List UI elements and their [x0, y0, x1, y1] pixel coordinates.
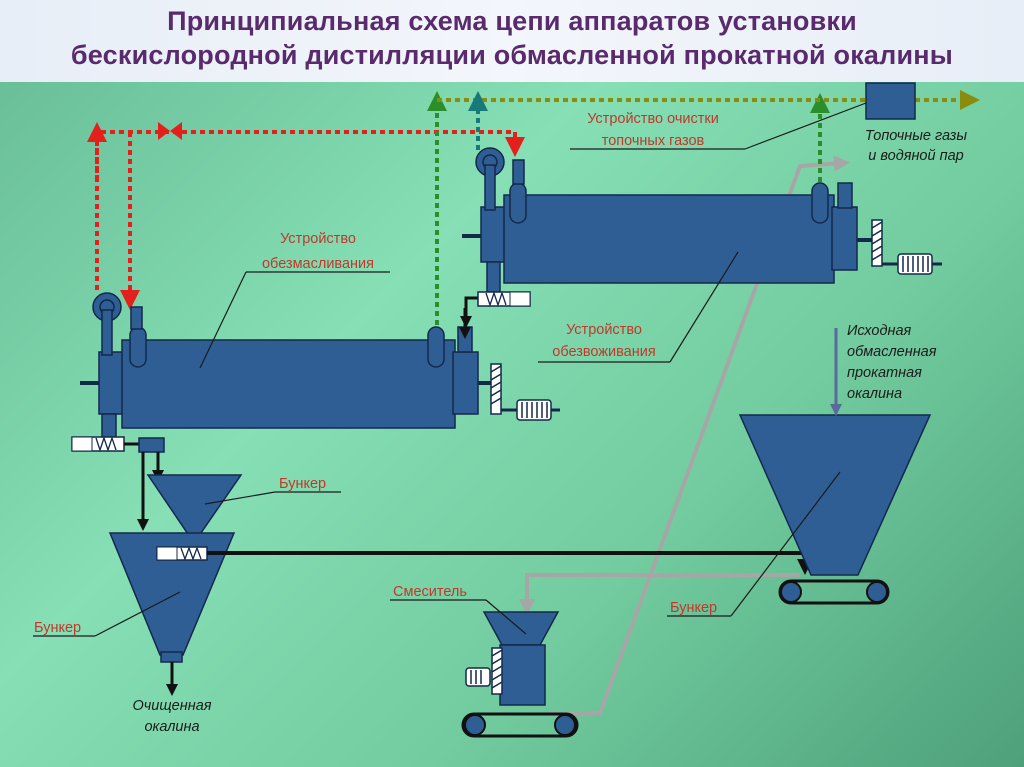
mixer-conveyor: [461, 712, 579, 738]
cleaned-scale-label-1: Очищенная: [132, 698, 211, 714]
gas-cleaning-label-2: топочных газов: [602, 133, 705, 149]
left-bunker-label: Бункер: [34, 620, 81, 636]
flue-gases-label-2: и водяной пар: [868, 148, 963, 164]
hot-gas-loop: [87, 122, 525, 310]
lower-left-bunker: [108, 532, 236, 656]
page-title-line-2: бескислородной дистилляции обмасленной п…: [70, 40, 954, 70]
upper-bunker: [146, 474, 243, 545]
green-gas-lines: [427, 91, 830, 325]
screw-feeder-bunker-icon: [156, 546, 208, 561]
source-scale-label-2: обмасленная: [847, 344, 937, 360]
bunker-outlet: [160, 651, 183, 663]
right-bunker: [738, 414, 932, 576]
gray-feed-lines: [519, 155, 850, 715]
title-banner: Принципиальная схема цепи аппаратов уста…: [0, 0, 1024, 82]
source-scale-label-1: Исходная: [847, 323, 912, 339]
screw-feeder-lower-icon: [71, 435, 165, 453]
dewatering-label-1: Устройство: [566, 322, 642, 338]
upper-bunker-label: Бункер: [279, 476, 326, 492]
discharge-arrows: [137, 452, 164, 531]
gate-valve-icon: [158, 122, 182, 140]
flue-gases-label-1: Топочные газы: [865, 128, 968, 144]
source-scale-label-3: прокатная: [847, 365, 922, 381]
screw-feeder-icon: [460, 290, 531, 328]
motor-icon-lower: [501, 399, 560, 421]
right-conveyor: [778, 579, 890, 605]
process-diagram: Устройство обезмасливания Устройство обе…: [33, 82, 980, 738]
motor-icon: [882, 253, 942, 275]
mixer: [465, 611, 560, 706]
gas-cleaning-unit: [865, 82, 916, 120]
mixer-label: Смеситель: [393, 584, 467, 600]
source-scale-label-4: окалина: [847, 386, 902, 402]
dewatering-label-2: обезвоживания: [552, 344, 655, 360]
right-bunker-label: Бункер: [670, 600, 717, 616]
leader-lines: [33, 102, 867, 637]
deoiling-kiln: [80, 292, 502, 445]
cleaned-scale-label-2: окалина: [144, 719, 199, 735]
mixer-to-dewatering-line: [548, 155, 850, 715]
deoiling-label-1: Устройство: [280, 231, 356, 247]
deoiling-label-2: обезмасливания: [262, 256, 374, 272]
bunker-to-mixer-line: [519, 573, 800, 615]
page-title-line-1: Принципиальная схема цепи аппаратов уста…: [167, 6, 857, 36]
dewatering-kiln: [462, 147, 883, 293]
transfer-line: [207, 551, 813, 575]
diagram-canvas: Устройство обезмасливания Устройство обе…: [0, 82, 1024, 767]
gas-cleaning-label-1: Устройство очистки: [587, 111, 719, 127]
